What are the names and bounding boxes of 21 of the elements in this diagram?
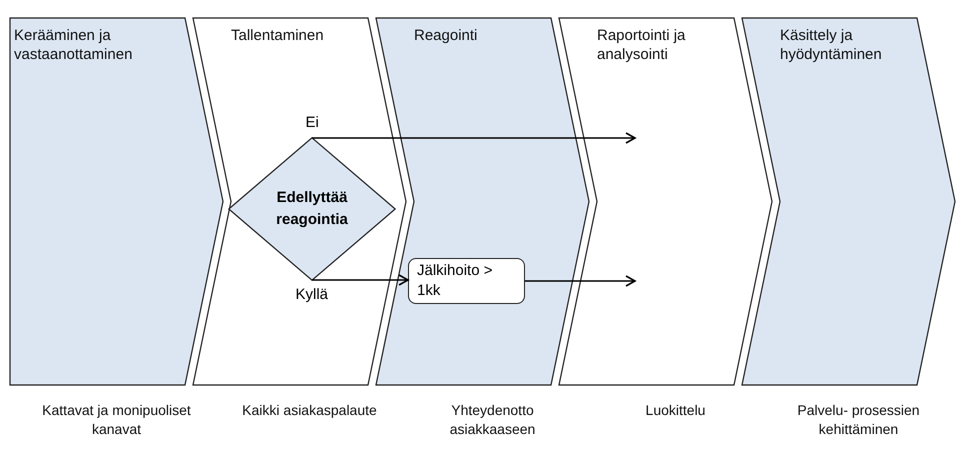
stage-caption: Palvelu- prosessien kehittäminen	[796, 401, 921, 439]
stage-title: Käsittely ja hyödyntäminen	[780, 26, 883, 64]
stage-caption: Kaikki asiakaspalaute	[241, 401, 378, 420]
arrow	[312, 274, 409, 286]
chevron-stage	[10, 18, 223, 385]
stage-title: Raportointi ja analysointi	[597, 26, 686, 64]
chevron-stage	[742, 18, 955, 385]
arrow	[312, 132, 636, 144]
chevron-stage	[193, 18, 406, 385]
stage-caption: Kattavat ja monipuoliset kanavat	[42, 401, 192, 439]
process-box: Jälkihoito > 1kk	[408, 258, 525, 304]
stage-title: Reagointi	[414, 26, 478, 45]
arrow	[525, 275, 636, 287]
decision-diamond	[228, 137, 396, 281]
decision-text: Edellyttää reagointia	[275, 188, 349, 230]
stage-caption: Luokittelu	[644, 401, 706, 420]
chevron-stage	[559, 18, 772, 385]
stage-title: Tallentaminen	[231, 26, 325, 45]
edge-label: Kyllä	[294, 286, 330, 304]
stage-caption: Yhteydenotto asiakkaaseen	[448, 401, 536, 439]
stage-title: Kerääminen ja vastaanottaminen	[14, 26, 134, 64]
